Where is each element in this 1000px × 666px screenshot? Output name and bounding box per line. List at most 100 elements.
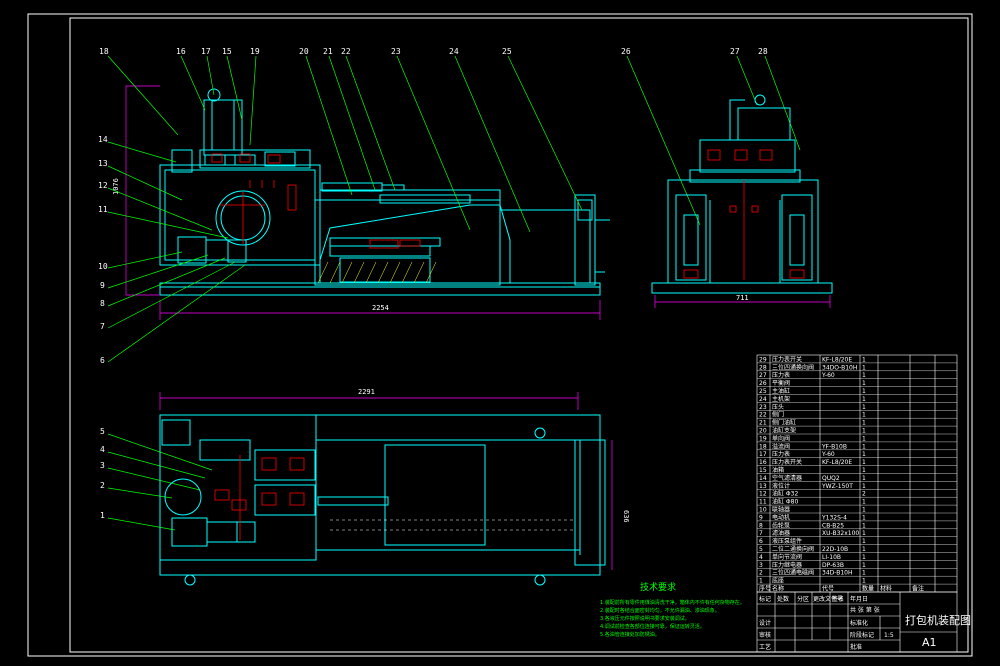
bom-cell: 油箱 (772, 466, 784, 474)
front-view-hatch (317, 261, 437, 284)
bom-cell: 压力表 (772, 371, 790, 379)
bom-cell: 18 (759, 443, 767, 450)
bom-cell: Y132S-4 (821, 514, 847, 521)
bom-cell: 1 (862, 388, 866, 395)
bom-cell: 三位四通换向阀 (772, 363, 814, 371)
tb-col-sign: 签名 (832, 595, 844, 603)
bom-cell: 溢流阀 (772, 442, 790, 450)
sheet-size: A1 (922, 636, 937, 649)
tb-info-approve: 批准 (850, 643, 862, 651)
bom-cell: 空气滤清器 (772, 474, 802, 482)
bom-cell: 1 (862, 562, 866, 569)
bom-cell: 1 (862, 428, 866, 435)
notes-title: 技术要求 (640, 581, 676, 593)
bom-cell: 油缸 Φ32 (772, 490, 798, 498)
bom-cell: 16 (759, 459, 767, 466)
callout-11: 11 (98, 205, 108, 214)
bom-cell: 19 (759, 435, 767, 442)
bom-cell: 电动机 (772, 513, 790, 521)
callout-19: 19 (250, 47, 260, 56)
bom-cell: 1 (862, 467, 866, 474)
callout-12: 12 (98, 181, 108, 190)
callout-23: 23 (391, 47, 401, 56)
plan-length-dimension: 2291 (358, 388, 375, 396)
tb-scale: 1:5 (884, 632, 894, 639)
bom-cell: QUQ2 (822, 475, 840, 482)
bom-cell: 1 (862, 475, 866, 482)
bom-cell: 1 (862, 578, 866, 585)
bom-cell: 1 (862, 522, 866, 529)
side-view (651, 94, 833, 294)
tb-info-standard: 标准化 (850, 619, 868, 627)
bom-cell: 1 (862, 435, 866, 442)
note-2: 2.装配时各结合面密封均匀，不允许漏油、渗油现象。 (600, 607, 720, 614)
callout-27: 27 (730, 47, 740, 56)
front-view-details (211, 153, 421, 249)
bom-cell: 22D-10B (822, 546, 848, 553)
bom-cell: 1 (759, 578, 763, 585)
bom-cell: 滤油器 (772, 529, 790, 537)
bom-cell: 12 (759, 491, 767, 498)
bom-cell: 主油缸 (772, 387, 790, 395)
bom-cell: 压力表 (772, 450, 790, 458)
bom-cell: Y-60 (821, 451, 835, 458)
note-3: 3.各液压元件按照说明书要求安装调试。 (600, 615, 690, 622)
bom-header-cell: 数量 (862, 585, 874, 593)
bom-header-cell: 名称 (772, 585, 784, 593)
note-1: 1.装配前所有零件用煤油清洗干净，箱体内不许有任何杂物存在。 (600, 599, 745, 606)
title-block (756, 591, 958, 653)
tb-row-process: 工艺 (759, 643, 771, 651)
bom-cell: 联轴器 (772, 506, 790, 514)
bom-cell: 1 (862, 420, 866, 427)
note-5: 5.各油管连接处加防锈油。 (600, 631, 660, 638)
callout-21: 21 (323, 47, 333, 56)
bom-cell: 单向阀 (772, 434, 790, 442)
bom-cell: 1 (862, 499, 866, 506)
bom-cell: 1 (862, 404, 866, 411)
bom-cell: 14 (759, 475, 767, 482)
callout-10: 10 (98, 262, 108, 271)
front-view (159, 88, 610, 296)
bom-cell: 5 (759, 546, 763, 553)
tb-row-review: 审核 (759, 631, 771, 639)
tb-col-doc: 更改文件号 (813, 595, 843, 603)
front-length-dimension: 2254 (372, 304, 389, 312)
bom-cell: 液压泵组件 (772, 537, 802, 545)
tb-info-stage: 阶段标记 (850, 631, 874, 639)
bom-cell: 2 (759, 570, 763, 577)
bom-cell: 10 (759, 507, 767, 514)
bom-cell: 2 (862, 491, 866, 498)
plan-view-details (214, 455, 305, 540)
bom-cell: 齿轮泵 (772, 521, 790, 529)
bom-cell: 20 (759, 428, 767, 435)
bom-cell: 主机架 (772, 395, 790, 403)
callout-8: 8 (100, 299, 105, 308)
callout-22: 22 (341, 47, 351, 56)
bom-cell: KF-L8/20E (822, 356, 852, 363)
bom-cell: 1 (862, 443, 866, 450)
bom-cell: KF-L8/20E (822, 459, 852, 466)
bom-cell: 底座 (772, 577, 784, 585)
bom-cell: 24 (759, 396, 767, 403)
bom-cell: YF-B10B (821, 443, 847, 450)
bom-cell: 15 (759, 467, 767, 474)
bom-cell: 23 (759, 404, 767, 411)
side-dimensions (654, 295, 831, 308)
callout-25: 25 (502, 47, 512, 56)
bom-cell: 13 (759, 483, 767, 490)
bom-cell: 1 (862, 538, 866, 545)
bom-cell: 8 (759, 522, 763, 529)
bom-cell: 油缸支架 (772, 427, 796, 435)
bom-cell: 28 (759, 364, 767, 371)
bom-cell: 21 (759, 420, 767, 427)
bom-cell: 液位计 (772, 482, 790, 490)
callout-18: 18 (99, 47, 109, 56)
bom-cell: CB-B25 (822, 522, 844, 529)
bom-cell: XU-B32x100 (822, 530, 859, 537)
callout-4: 4 (100, 445, 105, 454)
bom-cell: LI-10B (822, 554, 841, 561)
bom-cell: 三位四通电磁阀 (772, 569, 814, 577)
callout-15: 15 (222, 47, 232, 56)
bom-cell: 1 (862, 396, 866, 403)
